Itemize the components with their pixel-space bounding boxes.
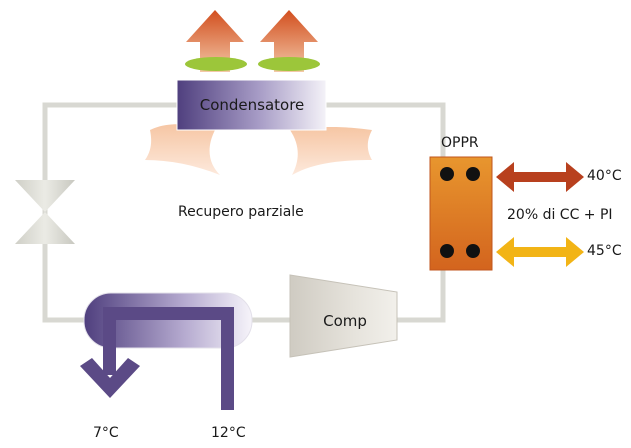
heat-arrow-left — [186, 10, 244, 72]
condenser-box — [176, 79, 327, 131]
chilled-in-temp: 12°C — [211, 425, 246, 441]
compressor — [289, 274, 398, 358]
hot-water-arrow — [496, 162, 584, 192]
center-label: Recupero parziale — [178, 204, 304, 220]
warm-water-arrow — [496, 237, 584, 267]
exchanger-label: OPPR — [441, 135, 479, 151]
fan-ellipse-left — [185, 57, 247, 71]
heat-arrow-right — [260, 10, 318, 72]
port-bottom-left — [440, 244, 454, 258]
chilled-out-temp: 7°C — [93, 425, 119, 441]
chilled-water-pipe — [80, 307, 234, 410]
condenser-label: Condensatore — [200, 96, 305, 114]
port-top-left — [440, 167, 454, 181]
port-top-right — [466, 167, 480, 181]
chilled-water-arrowhead — [80, 358, 140, 398]
plate-heat-exchanger — [429, 156, 493, 271]
evaporator — [83, 292, 253, 349]
heat-plume-left — [145, 124, 220, 175]
hot-in-temp: 45°C — [587, 243, 622, 259]
ratio-label: 20% di CC + PI — [507, 207, 613, 223]
heat-plume-right — [290, 127, 372, 175]
compressor-label: Comp — [323, 312, 367, 330]
port-bottom-right — [466, 244, 480, 258]
fan-ellipse-right — [258, 57, 320, 71]
hot-out-temp: 40°C — [587, 168, 622, 184]
expansion-valve — [15, 180, 75, 244]
